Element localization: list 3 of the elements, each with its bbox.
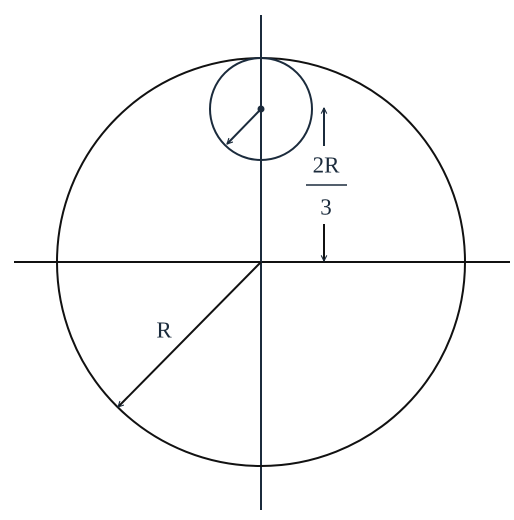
fraction-denominator: 3	[320, 196, 332, 218]
fraction-numerator: 2R	[312, 154, 340, 176]
radius-label: R	[156, 318, 172, 342]
